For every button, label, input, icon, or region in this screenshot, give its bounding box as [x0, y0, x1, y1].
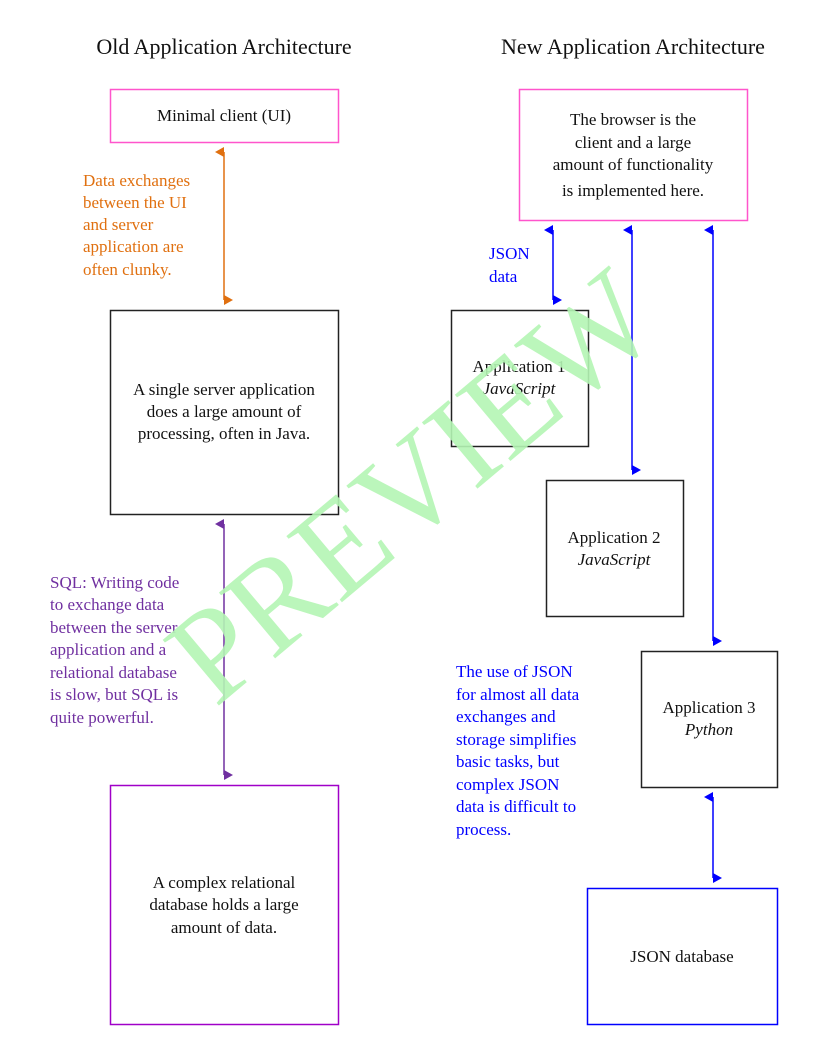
note-line: The use of JSON [456, 662, 573, 681]
note-line: quite powerful. [50, 708, 154, 727]
note-line: application and a [50, 640, 167, 659]
note-line: and server [83, 215, 154, 234]
app-name: Application 1 [472, 357, 565, 376]
app-language: JavaScript [578, 550, 652, 569]
note-line: data is difficult to [456, 797, 576, 816]
sql-note: SQL: Writing code to exchange data betwe… [50, 573, 179, 727]
note-line: between the server [50, 618, 178, 637]
box-line: client and a large [575, 133, 691, 152]
note-line: often clunky. [83, 260, 172, 279]
box-line: database holds a large [149, 895, 298, 914]
box-line: amount of data. [171, 918, 277, 937]
box-line: is implemented here. [562, 181, 704, 200]
box-line: does a large amount of [147, 402, 302, 421]
box-line: The browser is the [570, 110, 696, 129]
note-line: is slow, but SQL is [50, 685, 178, 704]
preview-watermark: PREVIEW [139, 241, 683, 731]
server-application-text: A single server application does a large… [133, 380, 315, 443]
note-line: SQL: Writing code [50, 573, 179, 592]
note-line: storage simplifies [456, 730, 576, 749]
relational-database-box [109, 784, 340, 1026]
box-line: A complex relational [153, 873, 296, 892]
note-line: basic tasks, but [456, 752, 560, 771]
note-line: process. [456, 820, 511, 839]
box-line: amount of functionality [553, 155, 714, 174]
json-note: The use of JSON for almost all data exch… [456, 662, 580, 839]
browser-client-box [518, 88, 749, 222]
box-line: A single server application [133, 380, 315, 399]
note-line: complex JSON [456, 775, 559, 794]
app-name: Application 2 [567, 528, 660, 547]
json-data-label: data [489, 267, 518, 286]
new-architecture-title: New Application Architecture [501, 34, 765, 59]
note-line: Data exchanges [83, 171, 190, 190]
application-3-box [640, 650, 779, 789]
note-line: between the UI [83, 193, 187, 212]
application-2-box [545, 479, 685, 618]
minimal-client-label: Minimal client (UI) [157, 106, 291, 125]
json-database-label: JSON database [630, 947, 733, 966]
server-application-box [109, 309, 340, 516]
old-architecture-title: Old Application Architecture [96, 34, 351, 59]
json-data-label: JSON [489, 244, 530, 263]
note-line: for almost all data [456, 685, 580, 704]
app-language: JavaScript [483, 379, 557, 398]
minimal-client-box [109, 88, 340, 144]
application-1-box [450, 309, 590, 448]
note-line: application are [83, 237, 184, 256]
note-line: relational database [50, 663, 177, 682]
ui-exchange-note: Data exchanges between the UI and server… [83, 171, 190, 279]
app-language: Python [684, 720, 733, 739]
note-line: exchanges and [456, 707, 556, 726]
app-name: Application 3 [662, 698, 755, 717]
note-line: to exchange data [50, 595, 165, 614]
json-database-box [586, 887, 779, 1026]
box-line: processing, often in Java. [138, 424, 310, 443]
